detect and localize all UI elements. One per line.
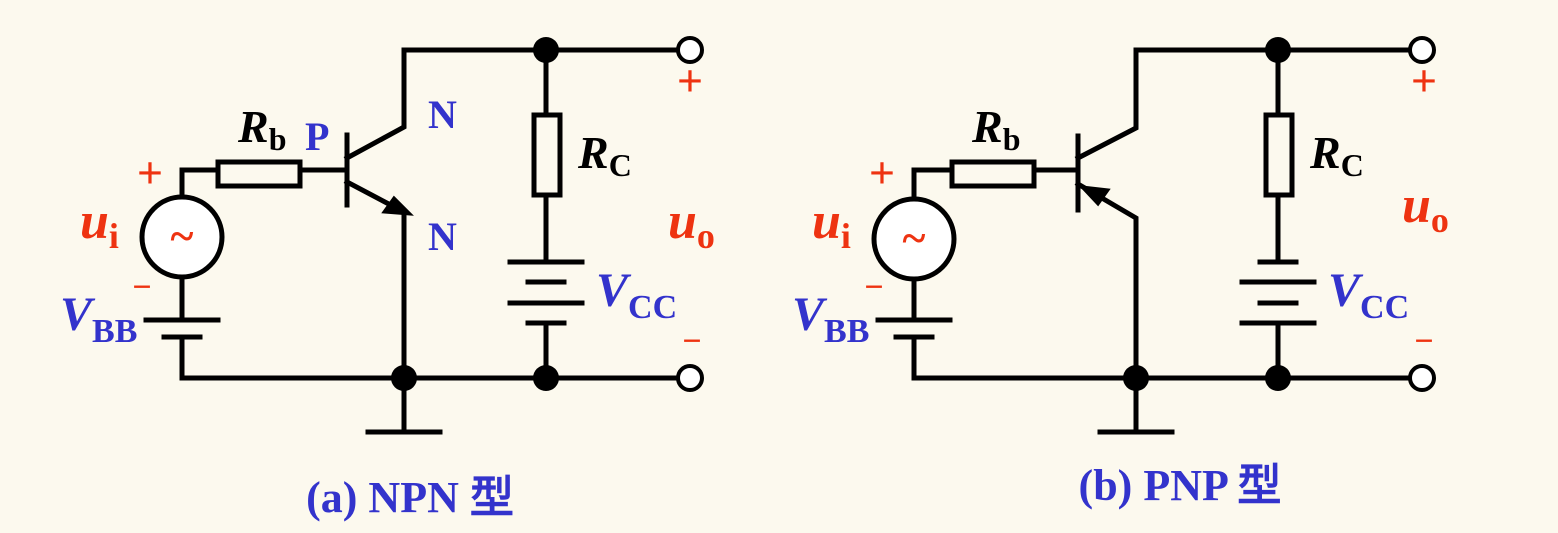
- b-ui-label: ui: [812, 193, 851, 256]
- a-output-terminal-top: [676, 36, 704, 64]
- a-tilde-symbol: ~: [171, 212, 194, 261]
- circuit-a-npn: ~ Rb P N N RC VCC: [60, 36, 715, 522]
- b-junction-vcc: [1265, 365, 1291, 391]
- a-vcc-label: VCC: [596, 264, 677, 326]
- a-resistor-rc: [531, 112, 563, 198]
- a-output-terminal-bottom: [676, 364, 704, 392]
- a-junction-vcc: [533, 365, 559, 391]
- b-tilde-symbol: ~: [903, 214, 926, 263]
- b-emitter-arrow-icon: [1078, 185, 1111, 207]
- b-resistor-rc: [1263, 112, 1295, 198]
- b-input-minus: −: [864, 269, 883, 306]
- b-vbb-label: VBB: [792, 288, 869, 350]
- a-ui-label: ui: [80, 193, 119, 256]
- b-junction-top: [1265, 37, 1291, 63]
- a-input-plus: +: [137, 147, 163, 198]
- b-collector-wire: [1074, 47, 1413, 162]
- b-output-terminal-bottom: [1408, 364, 1436, 392]
- a-emitter-n-label: N: [428, 214, 457, 259]
- a-output-minus: −: [682, 323, 701, 360]
- b-uo-label: uo: [1402, 177, 1449, 240]
- a-caption: (a) NPN 型: [306, 473, 514, 522]
- a-input-minus: −: [132, 269, 151, 306]
- b-input-top-wire: [911, 167, 955, 202]
- a-collector-wire: [343, 47, 679, 162]
- a-input-top-wire: [179, 167, 221, 200]
- circuit-b-pnp: ~ Rb RC VCC VBB ui + − uo: [792, 36, 1449, 510]
- a-junction-top: [533, 37, 559, 63]
- b-junction-emitter: [1123, 365, 1149, 391]
- b-output-plus: +: [1411, 55, 1437, 106]
- a-rb-label: Rb: [237, 101, 286, 157]
- b-resistor-rb: [949, 159, 1037, 189]
- b-caption: (b) PNP 型: [1079, 461, 1282, 510]
- b-input-plus: +: [869, 147, 895, 198]
- b-vcc-label: VCC: [1328, 264, 1409, 326]
- a-rc-label: RC: [577, 127, 632, 183]
- a-junction-emitter: [391, 365, 417, 391]
- b-rc-label: RC: [1309, 127, 1364, 183]
- a-resistor-rb: [215, 159, 303, 189]
- b-output-terminal-top: [1408, 36, 1436, 64]
- b-rb-label: Rb: [971, 101, 1020, 157]
- a-vbb-label: VBB: [60, 288, 137, 350]
- a-output-plus: +: [677, 55, 703, 106]
- a-ground-rail: [179, 334, 693, 381]
- a-collector-n-label: N: [428, 92, 457, 137]
- a-emitter-arrow-icon: [381, 195, 414, 216]
- b-emitter-wire: [1074, 180, 1139, 381]
- a-p-region-label: P: [305, 114, 329, 159]
- b-ground-rail: [911, 334, 1423, 381]
- b-output-minus: −: [1414, 323, 1433, 360]
- a-uo-label: uo: [668, 193, 715, 256]
